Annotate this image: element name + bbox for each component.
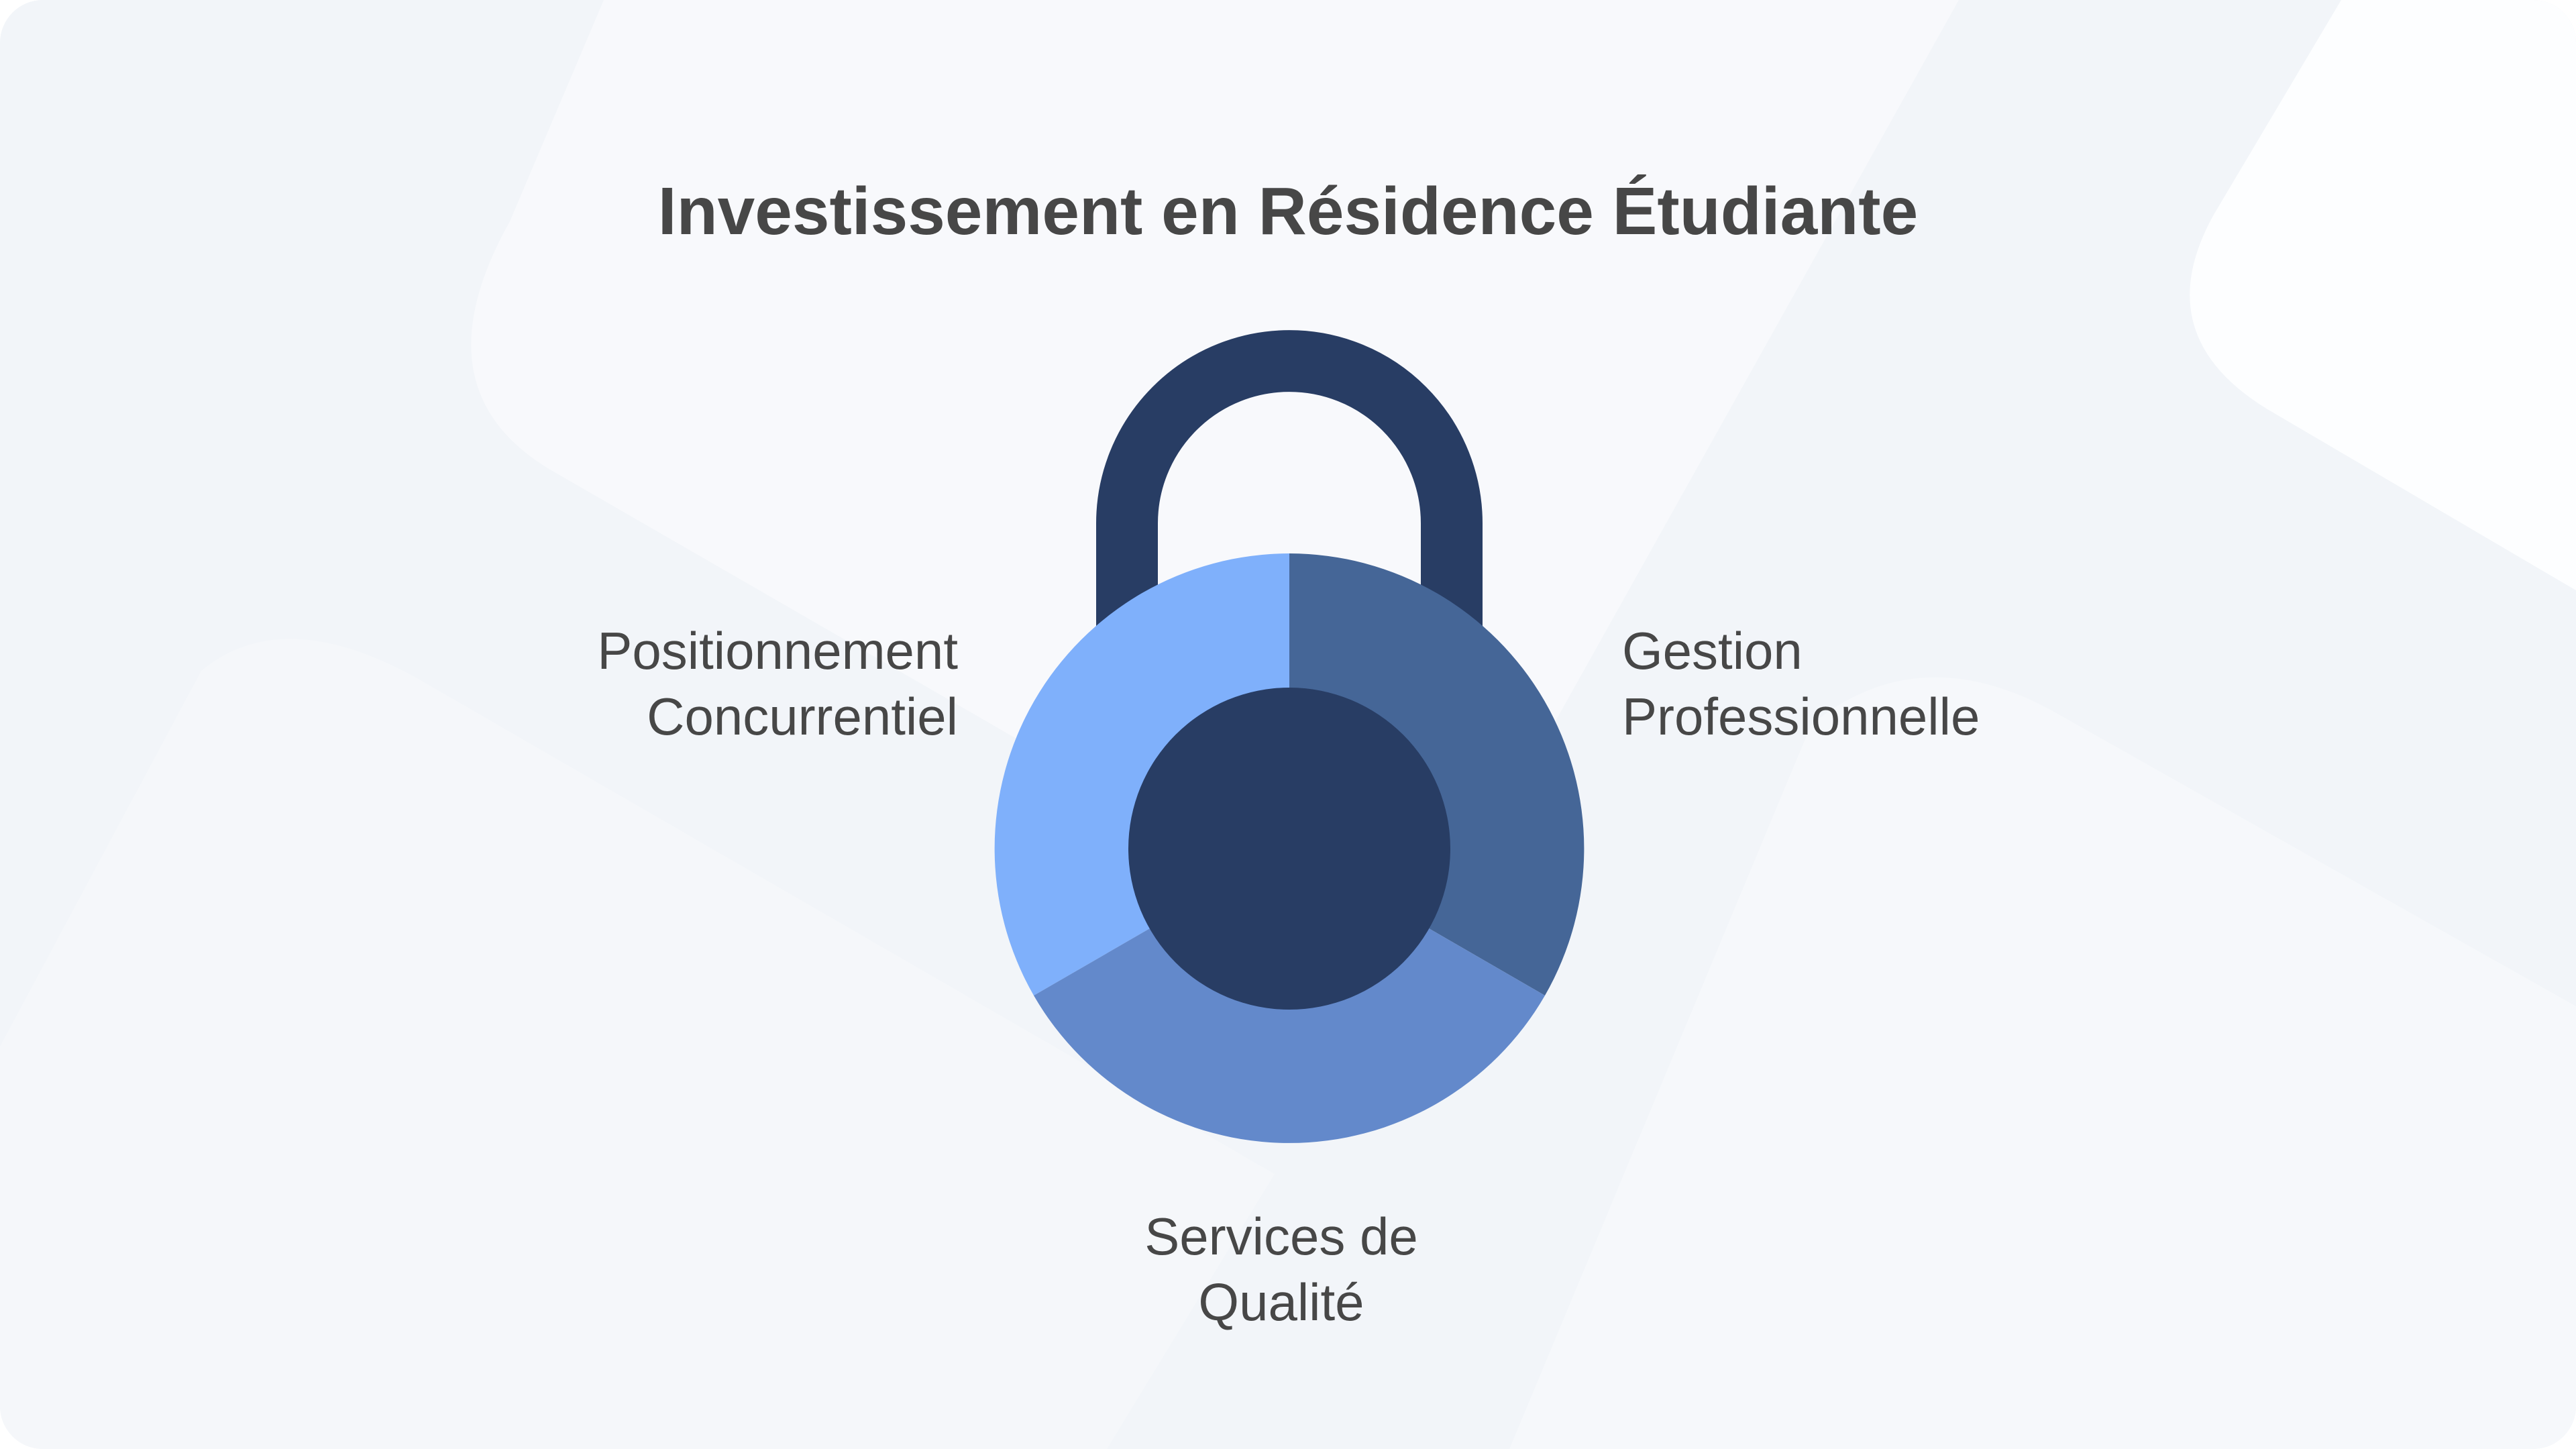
label-line: Qualité bbox=[1198, 1273, 1364, 1332]
lock-shackle bbox=[1096, 330, 1483, 671]
label-line: Professionnelle bbox=[1622, 687, 1980, 746]
label-line: Positionnement bbox=[597, 621, 958, 680]
segment-services bbox=[1034, 914, 1545, 1143]
label-line: Gestion bbox=[1622, 621, 1803, 680]
label-line: Services de bbox=[1144, 1207, 1418, 1266]
label-services: Services de Qualité bbox=[1020, 1203, 1543, 1335]
segment-positionnement bbox=[994, 553, 1289, 996]
label-gestion: Gestion Professionnelle bbox=[1622, 618, 1980, 749]
lock-center bbox=[1128, 688, 1450, 1010]
label-positionnement: Positionnement Concurrentiel bbox=[597, 618, 958, 749]
page-title: Investissement en Résidence Étudiante bbox=[657, 174, 1919, 249]
label-line: Concurrentiel bbox=[647, 687, 958, 746]
segment-gestion bbox=[1289, 553, 1585, 996]
